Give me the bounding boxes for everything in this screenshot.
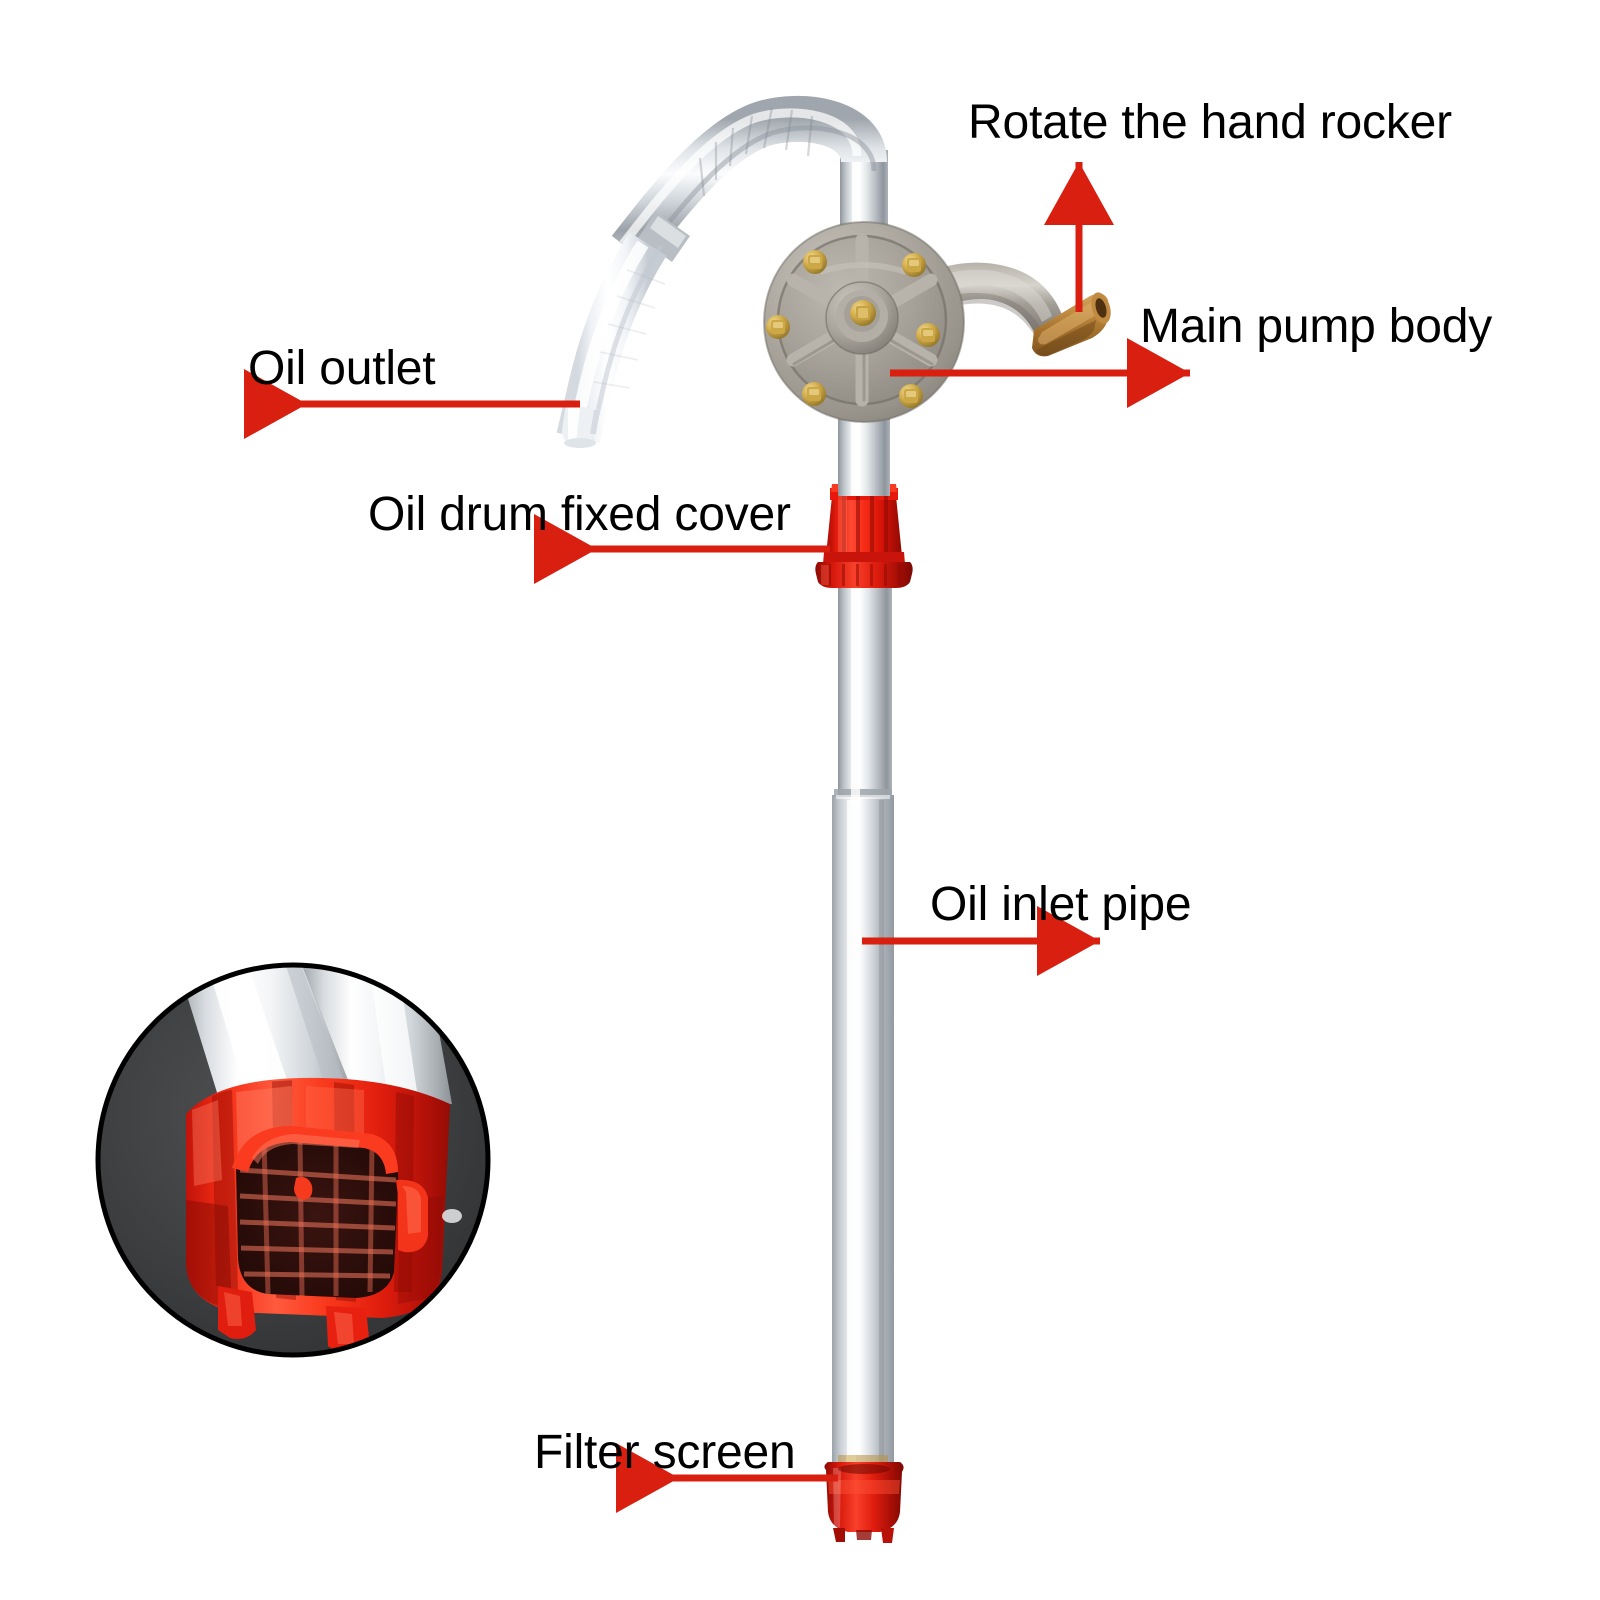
callout-label-main-pump-body: Main pump body: [1140, 300, 1493, 353]
filter-screen-cap: [824, 1462, 904, 1543]
pump-body-bolts: [766, 250, 940, 408]
outlet-spout: [611, 96, 887, 265]
pump-body: [763, 221, 965, 423]
discharge-hose: [556, 232, 667, 448]
callout-label-rotate-hand-rocker: Rotate the hand rocker: [968, 96, 1452, 149]
callout-label-oil-drum-fixed-cover: Oil drum fixed cover: [368, 488, 791, 541]
oil-drum-fixed-cover: [815, 484, 913, 588]
callout-label-oil-inlet-pipe: Oil inlet pipe: [930, 878, 1192, 931]
callout-label-filter-screen: Filter screen: [534, 1426, 796, 1479]
filter-screen-closeup-inset: [95, 962, 491, 1358]
crank-handle: [1032, 292, 1111, 357]
callout-label-oil-outlet: Oil outlet: [248, 342, 436, 395]
callout-arrows: [244, 162, 1190, 1513]
pump-assembly: [556, 96, 1111, 1543]
oil-inlet-pipe: [832, 575, 894, 1485]
